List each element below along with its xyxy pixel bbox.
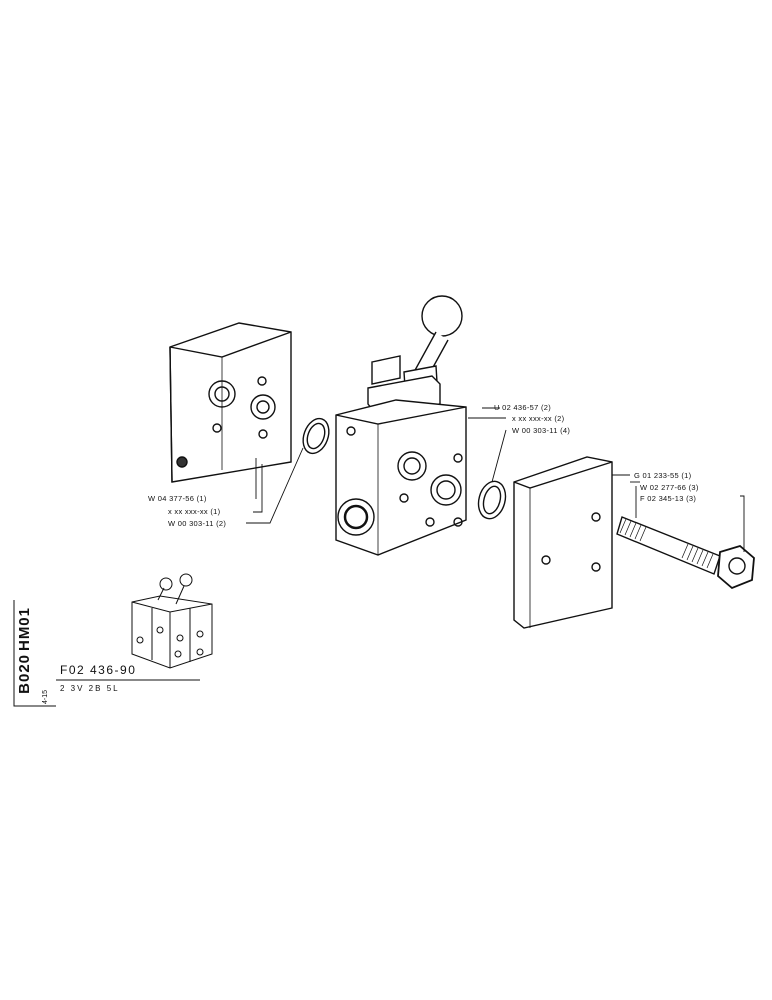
callout-valve-seal: x xx xxx-xx (2) — [512, 414, 565, 423]
part-number: F02 436-90 — [60, 663, 137, 677]
callout-nut: F 02 345-13 (3) — [640, 494, 696, 503]
callout-left-oring: W 00 303-11 (2) — [168, 519, 226, 528]
part-description: 2 3V 2B 5L — [60, 684, 120, 693]
assembly-thumbnail — [131, 573, 213, 669]
valve-body — [335, 295, 467, 556]
hex-nut — [717, 544, 755, 590]
left-o-ring — [302, 417, 330, 455]
left-end-plate — [169, 322, 292, 483]
leader-lines — [246, 407, 745, 552]
callout-seal-code: x xx xxx-xx (1) — [168, 507, 221, 516]
right-o-ring — [477, 480, 507, 520]
callout-right-oring: W 00 303-11 (4) — [512, 426, 570, 435]
sheet-code-top: HM01 — [16, 607, 33, 652]
callout-valve-body: U 02 436-57 (2) — [494, 403, 551, 412]
tie-rod — [616, 516, 721, 575]
sheet-sub-code: 4-15 — [42, 690, 49, 705]
callout-stud: W 02 277-66 (3) — [640, 483, 699, 492]
right-end-plate — [513, 456, 613, 629]
sheet-code-bottom: B020 — [16, 654, 33, 694]
title-frame — [13, 600, 56, 707]
callout-right-plate: G 01 233-55 (1) — [634, 471, 692, 480]
callout-left-plate: W 04 377-56 (1) — [148, 494, 207, 503]
